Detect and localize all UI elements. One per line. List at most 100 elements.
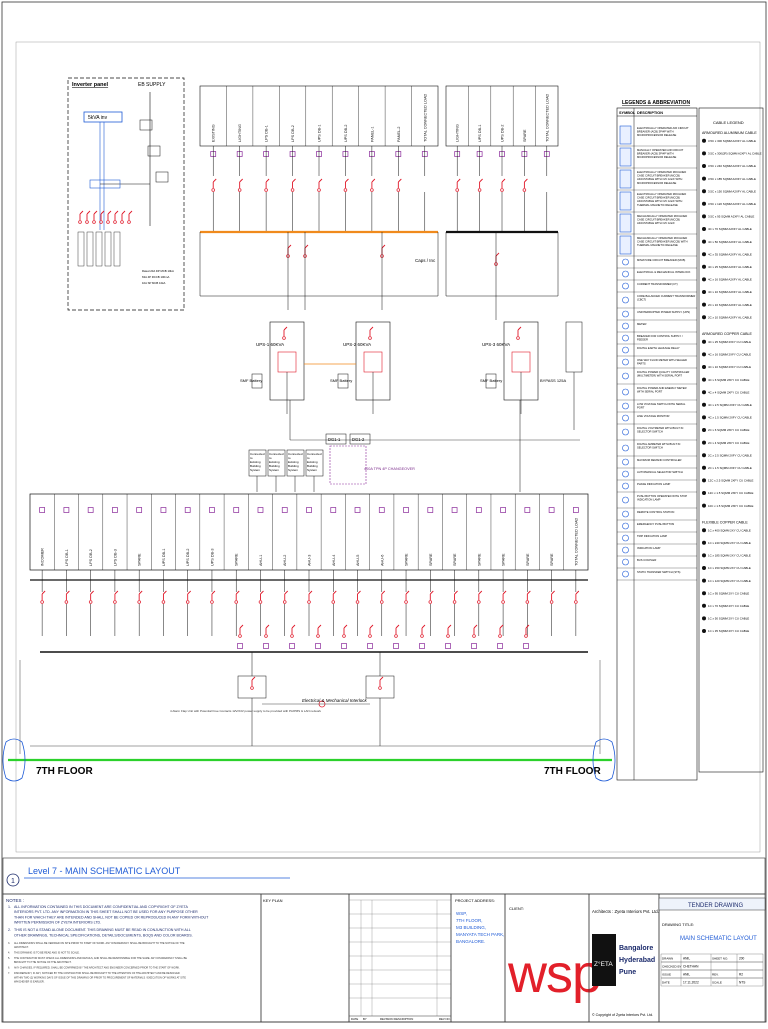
legend-symbol	[622, 458, 629, 466]
cu-cable-marker	[702, 415, 706, 420]
breaker-contact	[357, 590, 361, 600]
connector-box	[286, 449, 305, 477]
connector-text: Building	[307, 464, 318, 468]
alu-cable-entry: 3.5C x 300 SQMM A2XFY AL CABLE	[708, 139, 756, 143]
lower-breaker	[428, 590, 434, 604]
connector-text: System	[269, 468, 280, 472]
inverter-wiring	[77, 92, 169, 267]
legend-description: MECHANICALLY OPERATED MOULDED	[637, 214, 687, 218]
alu-cable-entry: 4C x 35 SQMM A2XFY AL CABLE	[708, 252, 752, 256]
section-mark-right	[592, 738, 616, 782]
flex-cable-entry: 1C x 120 SQMM 2XY CU CABLE	[708, 579, 751, 583]
breaker-terminal	[78, 220, 82, 224]
mcb-symbol	[419, 643, 425, 649]
connector-text: Connected	[269, 452, 284, 456]
flex-cable-entry: 1C x 400 SQMM 2XY CU CABLE	[708, 528, 751, 532]
lower-circuit-label: INCOMER	[41, 548, 45, 566]
tender-band	[658, 897, 766, 911]
inverter-device	[147, 145, 161, 157]
legend-symbol	[622, 270, 629, 278]
inverter-note: Rated 20A DP MCB 10kA	[142, 269, 174, 273]
feeder-breaker	[472, 624, 478, 638]
legend-symbol	[622, 388, 629, 396]
legend-description: LOW VOLTAGE SWITCH WITH SERIAL	[637, 402, 686, 406]
legend-description: SELECTOR SWITCH	[637, 446, 663, 450]
client-logo: wsp	[507, 944, 601, 1004]
cu-cable-entry: 4C x 1.5 SQMM 2XFY CU CABLE	[708, 416, 752, 420]
legend-description: BREAKER FOR CONTROL SUPPLY /	[637, 334, 683, 338]
inverter-feeder	[95, 231, 103, 267]
legend-description: ELECTRICALLY OPERATED MOULDED	[637, 192, 686, 196]
alu-cable-entry: 2C x 10 SQMM A2XFY AL CABLE	[708, 315, 752, 319]
title-block: 1 Level 7 - MAIN SCHEMATIC LAYOUT NOTES …	[2, 857, 766, 1023]
alu-cable-marker	[702, 189, 706, 194]
incomer-acb	[365, 675, 395, 699]
cu-cable-entry: 4C x 10 SQMM 2XFY CU CABLE	[708, 365, 751, 369]
breaker-terminal	[404, 600, 408, 604]
legend-symbol	[622, 444, 629, 452]
note-text: BROUGHT TO THE NOTICE OF THE ARCHITECT.	[14, 961, 72, 964]
inverter-panel: Inverter panel EB SUPPLY 5kVA inv Rated …	[67, 77, 185, 311]
meta-value: 200	[739, 957, 745, 961]
breaker-contact	[525, 624, 530, 634]
breaker-terminal	[525, 600, 530, 604]
legend-symbol	[619, 125, 632, 145]
lower-circuit-label: LPS DB-2	[89, 549, 93, 566]
flex-cable-entry: 1C x 50 SQMM 2XY CU CABLE	[708, 617, 749, 621]
flex-cable-marker	[702, 553, 706, 558]
lower-circuit-label: AHU-5	[356, 555, 360, 566]
legend-description: MANUALLY OPERATED AIR CIRCUIT	[637, 148, 684, 152]
key-plan-frame	[260, 893, 350, 1023]
cu-cable-marker	[702, 365, 706, 369]
note-text: THIS IS NOT A STAND ALONE DOCUMENT. THIS…	[14, 928, 191, 932]
legend-symbol	[622, 510, 629, 518]
upper-right-breaker	[522, 178, 528, 192]
inverter-rating: 5kVA inv	[88, 115, 108, 121]
cu-cable-marker	[702, 390, 706, 395]
cu-cable-marker	[702, 428, 706, 432]
legend-description: DIGITAL VOLTMETER WITH BUILT IN	[637, 426, 683, 430]
lower-circuit-label: SPARE	[477, 553, 481, 566]
ups-breaker	[368, 326, 374, 340]
breaker-terminal	[420, 634, 424, 638]
breaker-contact	[523, 178, 528, 188]
tender-frame	[658, 893, 766, 1023]
lower-circuit-label: SPARE	[235, 553, 239, 566]
feeder-breaker	[420, 624, 426, 638]
connector-text: Existing	[250, 460, 261, 464]
lower-breaker	[185, 590, 192, 604]
meta-key: DATE	[662, 981, 670, 985]
breaker-contact	[517, 326, 522, 336]
legend-description: STATIC TRANSFER SWITCH (STS)	[637, 570, 681, 574]
note-number: 4.	[8, 952, 10, 955]
legend-description: ADJUSTABLE WITH O/C & E/F WITH	[637, 177, 682, 181]
breaker-contact	[495, 252, 500, 262]
legend-description: PHASE INDICATION LAMP	[637, 482, 670, 486]
legend-symbol	[622, 496, 629, 504]
changeover-label: 400A TPN 4P CHANGEOVER	[364, 467, 415, 471]
floor-label-left: 7TH FLOOR	[36, 766, 93, 777]
breaker-terminal	[317, 188, 321, 192]
cu-cable-marker	[702, 352, 706, 357]
cu-cable-marker	[702, 453, 706, 458]
city-pune: Pune	[619, 969, 636, 976]
breaker-terminal	[396, 188, 401, 192]
upper-left-breaker	[237, 178, 243, 192]
mcb-symbol	[136, 507, 143, 513]
legend-description: MINIATURE CIRCUIT BREAKER (MCB)	[637, 258, 685, 262]
cu-cable-entry: 4C x 6 SQMM 2XFY CU CABLE	[708, 378, 749, 382]
cu-cable-entry: 10C x 1.5 SQMM 2XFY CU CABLE	[708, 504, 753, 508]
flex-cable-marker	[702, 578, 706, 583]
legend-symbol	[622, 482, 629, 490]
note-text: ARCHITECT.	[14, 946, 29, 949]
cu-cable-marker	[702, 465, 706, 470]
breaker-contact	[260, 590, 264, 600]
legend-symbol	[622, 372, 629, 380]
meta-value: ANIL	[683, 973, 690, 977]
feeder-breaker	[368, 624, 374, 638]
legend-symbol	[622, 534, 629, 542]
breaker-contact	[121, 210, 126, 220]
